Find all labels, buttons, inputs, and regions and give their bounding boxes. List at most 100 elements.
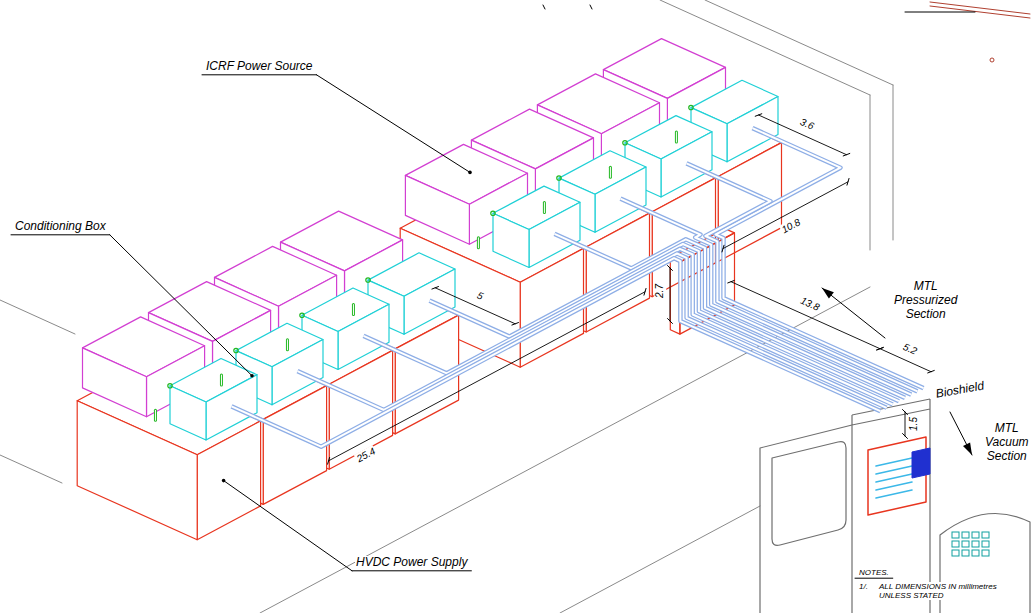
port-dot	[168, 384, 172, 388]
dimension-line	[670, 268, 671, 321]
building-line	[0, 300, 75, 334]
callout-label: ICRF Power Source	[205, 60, 313, 74]
callout-underline	[855, 578, 893, 579]
building-line	[870, 95, 871, 250]
link-pipe	[220, 375, 223, 385]
antenna-strap	[962, 550, 969, 556]
transmission-line-bore	[621, 199, 912, 395]
section-label: MTL Vacuum Section	[984, 422, 1030, 463]
frame-mark	[543, 5, 545, 9]
link-pipe	[352, 305, 355, 315]
icrf-source-box	[405, 175, 469, 244]
line-stub	[876, 490, 912, 498]
line-stub	[876, 466, 912, 474]
vacuum-flange	[912, 448, 930, 478]
callout-label: Bioshield	[934, 379, 986, 401]
antenna-strap	[952, 541, 959, 547]
dimension-tick	[644, 288, 646, 295]
port-dot	[366, 278, 370, 282]
dimension-line	[905, 412, 906, 436]
building-line	[893, 85, 894, 240]
line-stub	[876, 474, 912, 482]
link-pipe-inner	[544, 203, 545, 213]
link-pipe-inner	[610, 167, 611, 177]
link-pipe	[154, 410, 157, 420]
link-pipe-inner	[353, 305, 354, 315]
port-dot	[491, 211, 495, 215]
note-number: 1/.	[858, 582, 869, 591]
dimension-text: 5	[474, 289, 486, 303]
dimension-tick	[847, 178, 849, 185]
link-pipe-inner	[676, 132, 677, 142]
dimension-tick	[903, 434, 908, 439]
link-pipe-inner	[287, 340, 288, 350]
dimension-tick	[432, 287, 439, 289]
leader-dot	[250, 374, 254, 378]
leader-line	[110, 235, 252, 376]
callout-label: Conditioning Box	[14, 220, 107, 234]
link-pipe-inner	[221, 375, 222, 385]
link-pipe	[286, 340, 289, 350]
dimension-tick	[668, 319, 673, 324]
frame-line	[905, 12, 975, 13]
antenna-strap	[962, 541, 969, 547]
dimension-line	[723, 182, 848, 249]
antenna-strap	[982, 541, 989, 547]
dimension-text: 5.2	[900, 341, 919, 358]
antenna-strap	[972, 541, 979, 547]
port-dot	[234, 348, 238, 352]
callout-underline	[352, 570, 471, 571]
leader-dot	[468, 171, 472, 175]
conditioning-box	[170, 386, 206, 440]
transmission-line	[232, 258, 881, 447]
link-pipe-inner	[155, 410, 156, 420]
dimension-tick	[877, 347, 884, 349]
bioshield-panel	[852, 399, 930, 613]
port-dot	[300, 313, 304, 317]
bioshield-window	[772, 442, 846, 546]
transmission-line-bore	[298, 254, 887, 411]
dimension-tick	[328, 457, 330, 464]
building-line	[0, 455, 62, 483]
line-stub	[876, 458, 912, 466]
building-line	[705, 0, 893, 85]
conditioning-box	[493, 213, 529, 267]
antenna-strap	[972, 550, 979, 556]
dimension-text: 10.8	[779, 216, 803, 236]
callout-underline	[202, 74, 316, 75]
icrf-source-box	[83, 348, 147, 417]
transmission-line-bore	[555, 234, 906, 398]
dimension-line	[329, 292, 645, 461]
dimension-tick	[755, 114, 762, 116]
link-pipe	[675, 132, 678, 142]
arrow-head	[963, 443, 972, 456]
port-dot	[557, 176, 561, 180]
dimension-text: 13.8	[798, 294, 822, 313]
frame-mark	[990, 58, 994, 62]
link-pipe-inner	[478, 238, 479, 248]
antenna-strap	[952, 532, 959, 538]
line-stub	[876, 482, 912, 490]
link-pipe	[543, 203, 546, 213]
transmission-line	[298, 254, 887, 411]
dimension-text: 3.6	[797, 116, 816, 133]
bioshield-wall	[760, 425, 852, 613]
dimension-line	[759, 115, 847, 155]
dimension-tick	[512, 323, 519, 325]
callout-underline	[11, 234, 110, 235]
dimension-tick	[843, 153, 850, 155]
transmission-line	[555, 234, 906, 398]
section-arrow	[950, 412, 972, 455]
dimension-text: 1.5	[908, 416, 920, 432]
port-dot	[689, 105, 693, 109]
leader-line	[316, 75, 470, 173]
dimension-text: 25.4	[354, 445, 378, 465]
leader-dot	[222, 479, 226, 483]
port-dot	[623, 141, 627, 145]
transmission-line-bore	[232, 258, 881, 447]
transmission-line	[621, 199, 912, 395]
arrow-head	[822, 288, 834, 299]
section-arrow	[822, 288, 885, 338]
dimension-tick	[928, 370, 935, 372]
